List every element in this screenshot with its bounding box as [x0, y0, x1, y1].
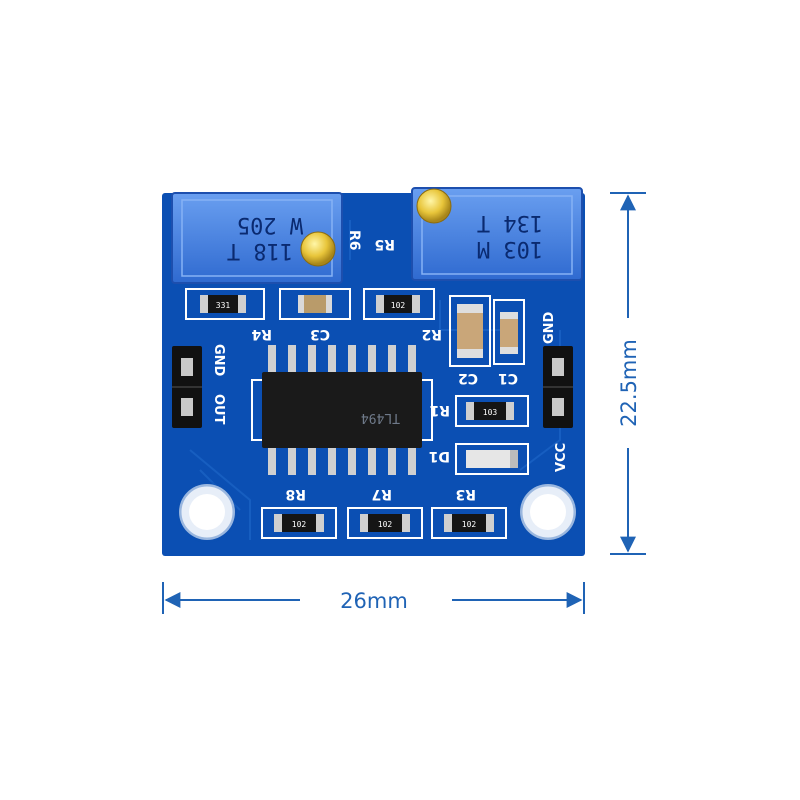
label-r8: R8 — [285, 486, 306, 502]
mounting-hole-left — [176, 481, 238, 543]
smd-code-r4: 331 — [216, 301, 231, 310]
label-r7: R7 — [371, 486, 392, 502]
trimmer-potentiometer-left: 118 T W 205 — [171, 192, 343, 284]
adjust-screw-icon — [416, 188, 452, 224]
smd-code-r7: 102 — [378, 520, 393, 529]
height-dimension: 22.5mm — [610, 192, 646, 555]
capacitor-c2 — [449, 295, 491, 367]
label-left-out: OUT — [211, 394, 226, 425]
label-c3: C3 — [310, 326, 330, 342]
label-right-vcc: VCC — [554, 443, 569, 472]
label-left-gnd: GND — [211, 344, 226, 377]
ic-pins-bottom — [268, 445, 416, 475]
label-r6: R6 — [346, 230, 362, 251]
capacitor-c3 — [279, 288, 351, 320]
smd-code-r1: 103 — [483, 408, 498, 417]
label-c1: C1 — [498, 370, 518, 386]
diode-d1 — [455, 443, 529, 475]
label-r2: R2 — [421, 326, 442, 342]
trimmer-potentiometer-right: 103 M 134 T — [411, 187, 583, 281]
ic-pins-top — [268, 345, 416, 375]
label-c2: C2 — [458, 370, 478, 386]
label-r1: R1 — [429, 402, 450, 418]
mounting-hole-right — [517, 481, 579, 543]
trimmer-right-line2: 134 T — [477, 210, 543, 235]
ic-chip: TL494 — [251, 345, 433, 475]
pin-header-left — [172, 346, 202, 428]
resistor-r3: 102 — [431, 507, 507, 539]
smd-code-r3: 102 — [462, 520, 477, 529]
label-r5: R5 — [374, 236, 395, 252]
resistor-r1: 103 — [455, 395, 529, 427]
resistor-r7: 102 — [347, 507, 423, 539]
trimmer-left-line2: W 205 — [237, 212, 303, 237]
label-r4: R4 — [251, 326, 272, 342]
height-label: 22.5mm — [617, 339, 641, 427]
pin-header-right — [543, 346, 573, 428]
resistor-r4: 331 — [185, 288, 265, 320]
smd-code-r2: 102 — [391, 301, 406, 310]
capacitor-c1 — [493, 299, 525, 365]
width-dimension: 26mm — [162, 582, 585, 614]
resistor-r2: 102 — [363, 288, 435, 320]
width-label: 26mm — [340, 589, 408, 613]
ic-marking: TL494 — [361, 410, 400, 425]
trimmer-right-line1: 103 M — [477, 236, 543, 261]
adjust-screw-icon — [300, 231, 336, 267]
label-right-gnd: GND — [542, 311, 557, 344]
label-r3: R3 — [455, 486, 476, 502]
trimmer-left-line1: 118 T — [227, 238, 293, 263]
resistor-r8: 102 — [261, 507, 337, 539]
smd-code-r8: 102 — [292, 520, 307, 529]
label-d1: D1 — [429, 448, 450, 464]
